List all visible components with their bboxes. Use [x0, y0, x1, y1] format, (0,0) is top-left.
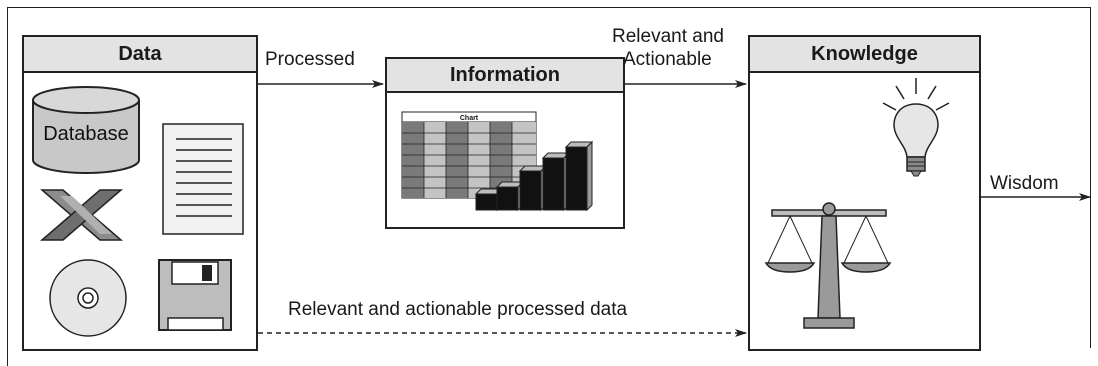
floppy-disk-icon [158, 259, 232, 331]
chart-icon [401, 111, 594, 212]
information-box-title: Information [387, 59, 623, 93]
database-label: Database [43, 123, 129, 145]
outer-frame-left-edge [7, 7, 8, 366]
relevant-label-line1: Relevant and [612, 26, 724, 47]
data-box-title: Data [24, 37, 256, 73]
document-icon [162, 123, 244, 235]
chart-icon-title: Chart [460, 115, 479, 122]
cd-disc-icon [49, 259, 127, 337]
dashed-arrow-label: Relevant and actionable processed data [288, 299, 628, 320]
spreadsheet-x-icon [39, 189, 124, 241]
relevant-label-line2: Actionable [623, 49, 712, 70]
knowledge-box: Knowledge [748, 35, 981, 351]
knowledge-box-title: Knowledge [750, 37, 979, 73]
balance-scale-icon [764, 202, 892, 329]
database-icon [32, 86, 140, 174]
wisdom-label: Wisdom [990, 173, 1059, 194]
light-bulb-icon [882, 78, 950, 177]
outer-frame [7, 7, 1091, 348]
processed-label: Processed [265, 49, 355, 70]
